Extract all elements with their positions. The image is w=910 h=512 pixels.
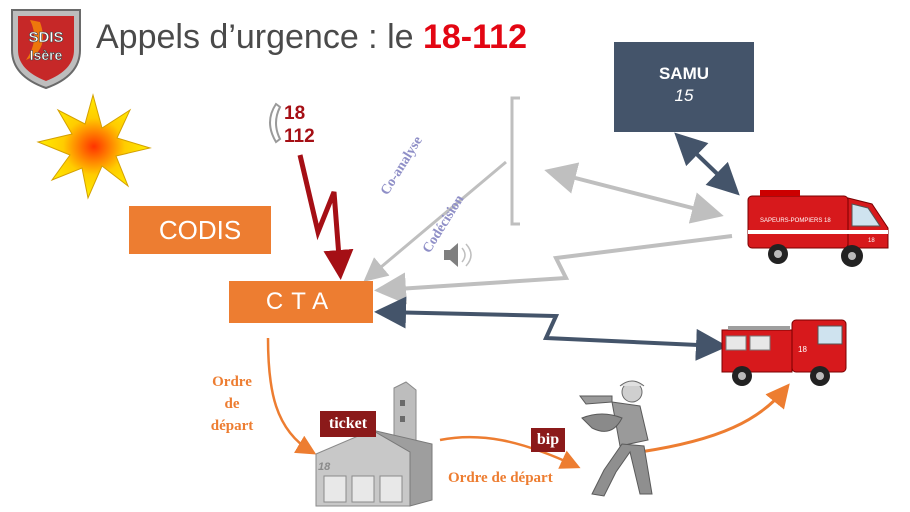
samu-code: 15: [674, 86, 694, 105]
firefighter-truck-arrow: [639, 383, 790, 454]
coordination-bracket: [510, 96, 520, 226]
ambulance-cta-lightning: [374, 234, 733, 305]
codis-box: CODIS: [129, 206, 271, 254]
cta-station-arrow: [266, 337, 317, 455]
cta-truck-lightning: [374, 296, 728, 361]
samu-box: SAMU 15: [614, 42, 754, 132]
ordre-depart-label-1: Ordre de départ: [194, 371, 270, 437]
call-lightning-arrow: [297, 154, 354, 280]
page-title: Appels d’urgence : le 18-112: [96, 18, 527, 57]
emergency-number-112: 112: [284, 126, 315, 147]
samu-ambulance-arrow: [674, 132, 740, 196]
title-prefix: Appels d’urgence : le: [96, 18, 423, 56]
emergency-numbers: 18 112: [284, 102, 315, 148]
ambulance-number: 18: [868, 238, 875, 244]
station-firefighter-arrow: [439, 435, 581, 469]
ambulance-text: SAPEURS-POMPIERS 18: [760, 218, 831, 224]
speaker-icon: [444, 243, 472, 267]
co-analyse-arrow: [363, 160, 507, 282]
title-number: 18-112: [422, 18, 527, 56]
logo-line2: Isère: [30, 47, 63, 63]
firefighter-icon: [579, 380, 653, 497]
samu-name: SAMU: [658, 64, 710, 83]
sdis-logo-icon: [11, 9, 81, 90]
ordre-word: Ordre: [212, 374, 252, 390]
fire-truck-icon: [721, 319, 847, 386]
ambulance-icon: [747, 190, 889, 267]
logo-line1: SDIS: [28, 29, 63, 46]
truck-number: 18: [798, 345, 807, 354]
de-word: de: [224, 396, 240, 412]
station-number: 18: [318, 461, 331, 473]
fire-station-icon: [315, 381, 433, 507]
telephone-icon: [269, 102, 282, 144]
ordre-depart-label-2: Ordre de départ: [448, 470, 553, 486]
explosion-icon: [36, 93, 152, 200]
bracket-ambulance-arrow: [544, 162, 724, 224]
cta-box: CTA: [229, 281, 373, 323]
depart-word: départ: [210, 418, 254, 434]
emergency-number-18: 18: [284, 103, 306, 124]
bip-badge: bip: [531, 428, 565, 452]
ticket-badge: ticket: [320, 411, 376, 437]
